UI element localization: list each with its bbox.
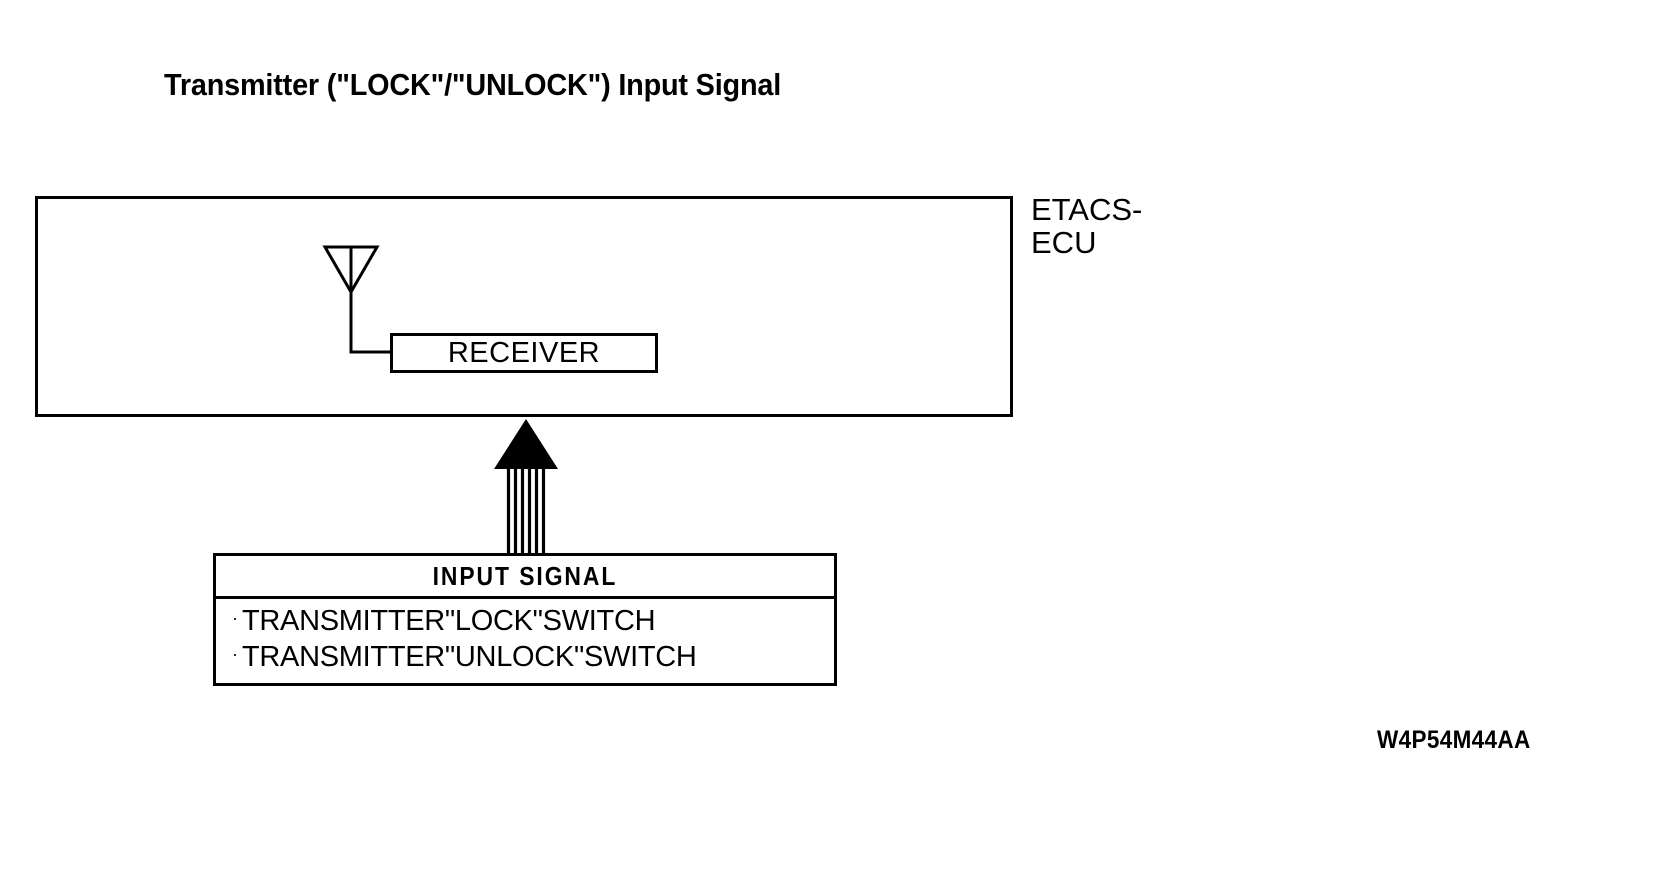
striped-block-arrow-up-icon	[492, 417, 560, 559]
table-row-label: TRANSMITTER"UNLOCK"SWITCH	[242, 640, 697, 673]
etacs-ecu-label: ETACS-ECU	[1031, 193, 1142, 259]
receiver-label: RECEIVER	[447, 337, 601, 369]
input-signal-table: INPUT SIGNAL · TRANSMITTER"LOCK"SWITCH ·…	[213, 553, 837, 686]
input-signal-table-header: INPUT SIGNAL	[216, 556, 834, 599]
etacs-ecu-label-line2: ECU	[1031, 225, 1097, 260]
etacs-ecu-label-line1: ETACS-	[1031, 192, 1143, 227]
antenna-icon	[322, 241, 392, 356]
receiver-block: RECEIVER	[390, 333, 658, 373]
page-title: Transmitter ("LOCK"/"UNLOCK") Input Sign…	[164, 67, 782, 102]
etacs-ecu-enclosure	[35, 196, 1013, 417]
table-row: · TRANSMITTER"UNLOCK"SWITCH	[216, 639, 834, 675]
table-row: · TRANSMITTER"LOCK"SWITCH	[216, 603, 834, 639]
bullet-icon: ·	[232, 608, 238, 628]
table-row-label: TRANSMITTER"LOCK"SWITCH	[242, 604, 656, 637]
input-signal-table-body: · TRANSMITTER"LOCK"SWITCH · TRANSMITTER"…	[216, 599, 834, 683]
drawing-code: W4P54M44AA	[1377, 726, 1531, 754]
bullet-icon: ·	[232, 644, 238, 664]
input-signal-header-label: INPUT SIGNAL	[432, 561, 618, 591]
